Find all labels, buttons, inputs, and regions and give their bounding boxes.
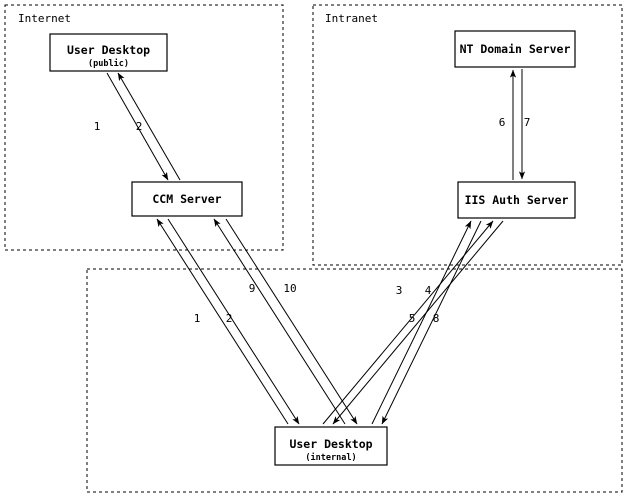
flow-arrow-2-internal (167, 218, 300, 425)
step-label-1-public: 1 (94, 120, 101, 133)
node-nt-domain-server[interactable]: NT Domain Server (454, 30, 576, 68)
step-label-10: 10 (283, 282, 296, 295)
flow-arrow-8 (332, 220, 504, 425)
flow-arrow-4 (381, 220, 482, 425)
flow-arrow-1-public (106, 72, 169, 181)
node-label-nt-domain-server: NT Domain Server (460, 42, 571, 56)
step-label-5: 5 (409, 312, 416, 325)
node-box-user-desktop-internal[interactable] (274, 426, 388, 466)
flow-arrows-internal-iis-58 (322, 220, 504, 425)
zone-boundaries (4, 4, 623, 493)
step-label-1-internal: 1 (194, 312, 201, 325)
flow-arrows-internal-iis-34 (371, 220, 482, 425)
node-label-user-desktop-public: User Desktop (67, 43, 150, 57)
flow-arrows-iis-nt (509, 69, 526, 180)
node-box-nt-domain-server[interactable] (454, 30, 576, 68)
flow-arrows-public-ccm (106, 72, 181, 181)
node-sublabel-user-desktop-public: (public) (88, 58, 129, 69)
zone-label-intranet: Intranet (325, 12, 378, 25)
flow-arrow-1-internal (156, 218, 289, 425)
step-label-7: 7 (524, 116, 531, 129)
flow-arrow-10 (225, 218, 358, 425)
node-label-iis-auth-server: IIS Auth Server (465, 193, 569, 207)
flow-arrow-3 (371, 220, 472, 425)
node-label-ccm-server: CCM Server (152, 192, 221, 206)
flow-arrow-5 (322, 220, 494, 425)
step-label-4: 4 (425, 284, 432, 297)
zone-internet-boundary (4, 4, 284, 251)
step-label-2-internal: 2 (226, 312, 233, 325)
flow-arrow-9 (213, 218, 346, 425)
node-iis-auth-server[interactable]: IIS Auth Server (457, 181, 576, 219)
node-label-user-desktop-internal: User Desktop (289, 437, 372, 451)
zone-intranet-boundary (312, 4, 623, 266)
flow-step-labels: 1 2 1 2 3 4 5 6 7 8 9 10 (94, 116, 531, 325)
zone-internal-boundary (86, 268, 623, 493)
step-label-8: 8 (433, 312, 440, 325)
node-sublabel-user-desktop-internal: (internal) (305, 452, 356, 463)
zone-label-internet: Internet (18, 12, 71, 25)
node-user-desktop-internal[interactable]: User Desktop (internal) (274, 426, 388, 466)
node-ccm-server[interactable]: CCM Server (131, 181, 243, 217)
node-box-ccm-server[interactable] (131, 181, 243, 217)
step-label-2-public: 2 (136, 120, 143, 133)
node-box-user-desktop-public[interactable] (49, 33, 168, 72)
step-label-6: 6 (499, 116, 506, 129)
flow-arrows-internal-ccm-12 (156, 218, 300, 425)
step-label-9: 9 (249, 282, 256, 295)
node-box-iis-auth-server[interactable] (457, 181, 576, 219)
flow-arrow-2-public (117, 72, 181, 181)
node-user-desktop-public[interactable]: User Desktop (public) (49, 33, 168, 72)
flow-arrows-internal-ccm-910 (213, 218, 358, 425)
step-label-3: 3 (396, 284, 403, 297)
